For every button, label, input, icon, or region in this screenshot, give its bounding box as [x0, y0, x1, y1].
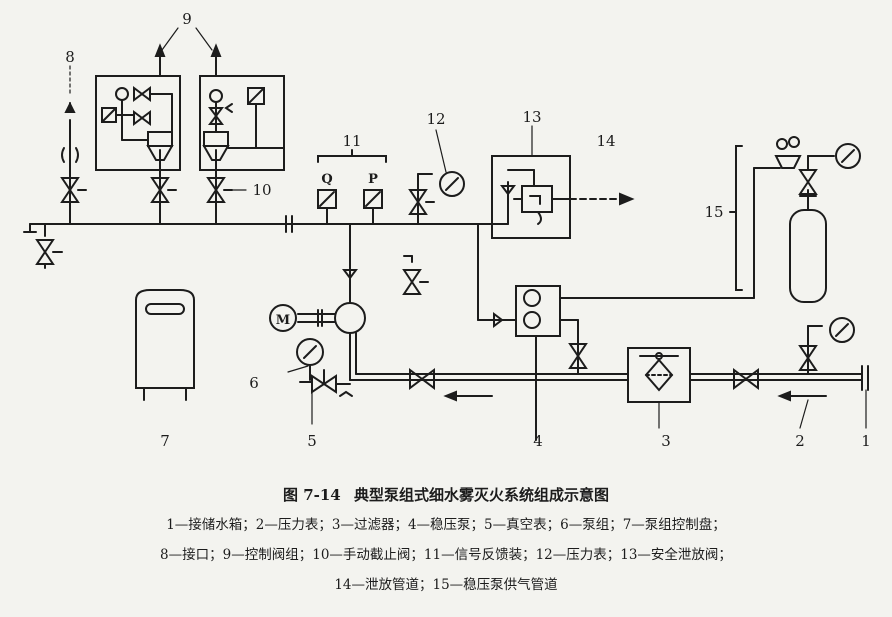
- pressure-signal-label: P: [368, 172, 378, 187]
- callout-numbers: 1 2 3 4 5 6 7 8 9 10 11 12 13 14 15: [65, 10, 871, 450]
- pump-control-panel: [135, 289, 195, 401]
- figure-number: 图 7-14: [282, 486, 341, 504]
- standalone-valve: [402, 255, 429, 295]
- pressure-gauge-12: [408, 171, 465, 225]
- callout-2: 2: [795, 432, 805, 450]
- callout-6: 6: [249, 374, 259, 392]
- callout-15: 15: [704, 203, 723, 221]
- callout-4: 4: [533, 432, 543, 450]
- system-schematic: M Q P 1 2 3 4 5 6 7 8 9 10 11 12 13 14 1…: [23, 10, 871, 450]
- callout-13: 13: [522, 108, 541, 126]
- callout-8: 8: [65, 48, 75, 66]
- pressure-gauge-2: [798, 317, 855, 375]
- gauge-6: [296, 338, 324, 381]
- vacuum-gauge-valve: [299, 369, 353, 397]
- motor-label: M: [276, 313, 290, 328]
- callout-10: 10: [252, 181, 271, 199]
- signal-feedback-devices: [317, 149, 387, 225]
- figure-caption: 图 7-14 典型泵组式细水雾灭火系统组成示意图: [0, 484, 892, 505]
- flow-signal-label: Q: [321, 172, 332, 187]
- control-valve-group-1: [95, 43, 181, 225]
- main-pipe: [29, 215, 491, 233]
- safety-relief-valve: [489, 155, 571, 239]
- callout-14: 14: [596, 132, 615, 150]
- callout-5: 5: [307, 432, 317, 450]
- callout-3: 3: [661, 432, 671, 450]
- pump-unit: [269, 302, 366, 381]
- callout-1: 1: [861, 432, 871, 450]
- legend-line-1: 1—接储水箱；2—压力表；3—过滤器；4—稳压泵；5—真空表；6—泵组；7—泵组…: [166, 517, 726, 533]
- callout-9: 9: [182, 10, 192, 28]
- relief-discharge-pipe: [569, 192, 635, 206]
- legend-line-3: 14—泄放管道；15—稳压泵供气管道: [334, 577, 558, 593]
- legend-line-2: 8—接口；9—控制阀组；10—手动截止阀；11—信号反馈装；12—压力表；13—…: [160, 547, 732, 563]
- pump-suction-branch: [342, 223, 358, 303]
- suction-pipe: [349, 365, 869, 391]
- filter: [627, 347, 691, 403]
- control-valve-group-2: [199, 43, 285, 225]
- callout-12: 12: [426, 110, 445, 128]
- connection-interface: [60, 99, 87, 225]
- callout-11: 11: [342, 132, 361, 150]
- figure-title: 典型泵组式细水雾灭火系统组成示意图: [353, 486, 609, 504]
- jockey-pump: [477, 223, 755, 441]
- callout-7: 7: [160, 432, 170, 450]
- drain-valve-left: [23, 223, 63, 269]
- gas-supply: [729, 136, 861, 303]
- flow-arrows: [443, 390, 827, 402]
- callout-leaders: [69, 27, 867, 431]
